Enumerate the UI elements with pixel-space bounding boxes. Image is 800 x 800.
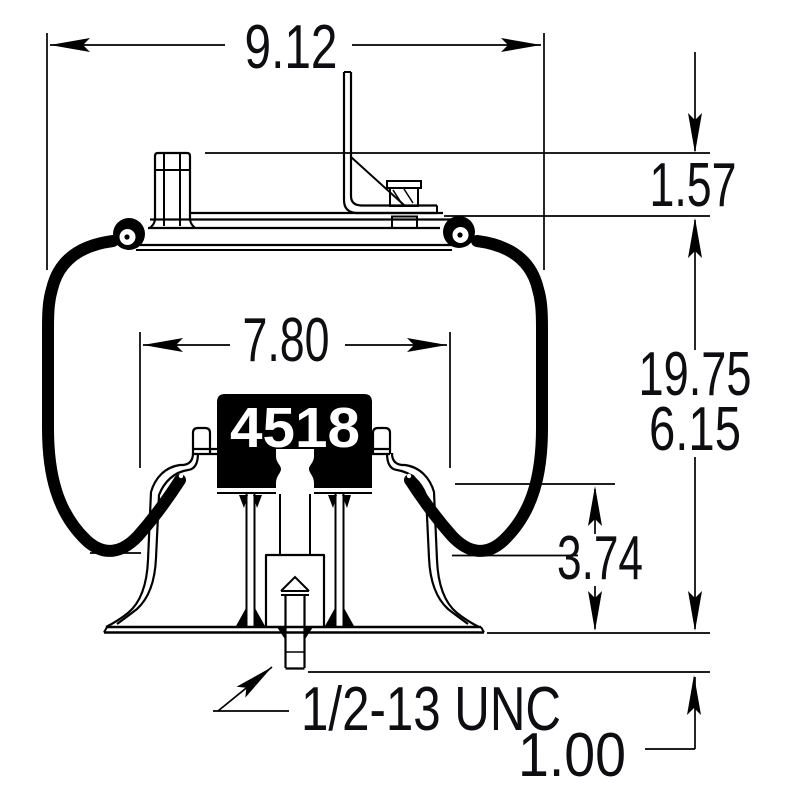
dim-overall-width: 9.12 — [46, 13, 545, 270]
bellows — [42, 235, 548, 557]
thread-callout: 1/2-13 UNC — [213, 661, 561, 744]
bellows-right-wall — [404, 235, 548, 557]
arrowhead-up — [687, 675, 701, 715]
dim-piston-height-label: 3.74 — [557, 524, 643, 593]
bellows-left-end-pinhole — [178, 473, 184, 479]
bead-curl-right-dot — [457, 232, 463, 238]
part-number-label: 4518 — [230, 396, 360, 460]
air-fitting-outline — [149, 151, 196, 229]
dim-piston-width: 7.80 — [139, 306, 451, 468]
piston-tab-right — [371, 426, 392, 454]
dim-stud-length: 1.00 — [518, 675, 701, 790]
bolt-nut-hatch — [392, 188, 414, 205]
weld-fillet-bottom-right — [325, 608, 354, 626]
bead-curl-right — [443, 216, 475, 248]
dimension-annotations: 9.12 1.57 7.80 19.75 6.15 — [46, 13, 752, 790]
stud-channel — [279, 494, 311, 555]
piston-tab-left — [191, 426, 212, 454]
stud-base-notch-left — [277, 627, 286, 640]
piston-assembly: 4518 — [103, 394, 485, 670]
bracket-gusset — [350, 156, 405, 206]
bolt-washer — [386, 180, 422, 189]
piston-skirt-right-outer — [390, 452, 480, 628]
dim-stud-length-label: 1.00 — [518, 721, 626, 790]
stud-silhouette-cutout — [276, 449, 314, 488]
bolt-lower-nut — [391, 215, 418, 229]
weld-fillet-top-right — [328, 495, 351, 508]
bolt-nut — [389, 187, 419, 207]
dim-fitting-height: 1.57 — [205, 52, 737, 258]
bracket-outer-edge — [342, 72, 437, 215]
bead-plate-assembly — [113, 71, 475, 251]
leader-line — [645, 677, 696, 750]
dim-overall-width-label: 9.12 — [245, 13, 338, 82]
dim-overall-height: 19.75 6.15 — [639, 220, 752, 631]
dim-piston-width-label: 7.80 — [243, 306, 330, 375]
bead-curl-left-dot — [124, 234, 130, 240]
piston-skirt-left-outer — [105, 452, 195, 628]
dim-extended-height-label: 19.75 — [639, 340, 752, 409]
base-plate-left-edge — [103, 626, 108, 633]
base-plate-right-edge — [480, 626, 485, 633]
bellows-right-end-pinhole — [406, 473, 412, 479]
stud-base-notch-right — [304, 627, 313, 640]
dim-piston-height: 3.74 — [455, 483, 643, 631]
stud-block — [264, 553, 326, 626]
air-fitting-inner-walls — [163, 154, 181, 226]
bracket-inner-edge — [349, 72, 437, 207]
piston-skirt-left-inner — [116, 452, 200, 625]
tube-wall-right — [334, 494, 345, 626]
dim-fitting-height-label: 1.57 — [650, 151, 737, 220]
thread-callout-label: 1/2-13 UNC — [301, 675, 561, 744]
weld-fillet-top-left — [239, 495, 262, 508]
tube-wall-left — [245, 494, 256, 626]
piston-skirt-right-inner — [385, 452, 469, 625]
dim-design-height-label: 6.15 — [649, 395, 741, 464]
bead-curl-left — [113, 218, 145, 250]
stud-chamfer-tip — [280, 575, 310, 596]
bellows-left-wall — [42, 235, 186, 557]
arrowhead-leader — [236, 661, 277, 698]
weld-fillet-bottom-left — [236, 608, 265, 626]
part-number-box — [217, 394, 372, 488]
